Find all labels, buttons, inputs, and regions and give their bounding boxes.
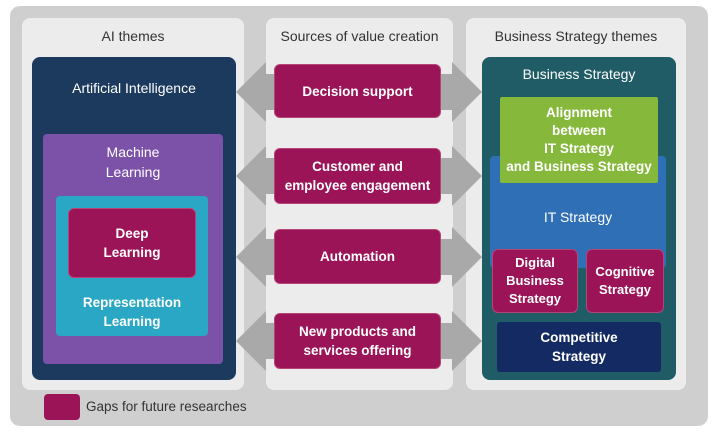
competitive-strategy-box: Competitive Strategy (497, 322, 661, 372)
new-products-box: New products and services offering (274, 313, 441, 369)
automation-box: Automation (274, 229, 441, 284)
legend-gap-swatch (44, 394, 80, 420)
decision-support-box: Decision support (274, 64, 441, 118)
machine-learning-label: Machine Learning (105, 144, 161, 180)
business-strategy-label: Business Strategy (522, 66, 636, 82)
cognitive-strategy-box: Cognitive Strategy (586, 249, 664, 313)
ai-themes-title: AI themes (101, 28, 165, 44)
representation-learning-label: Representation Learning (82, 295, 182, 329)
artificial-intelligence-label: Artificial Intelligence (72, 80, 196, 96)
customer-engagement-box: Customer and employee engagement (274, 148, 441, 204)
digital-business-strategy-box: Digital Business Strategy (492, 249, 578, 313)
alignment-box: Alignment between IT Strategy and Busine… (500, 97, 658, 183)
it-strategy-label: IT Strategy (543, 209, 613, 225)
legend-gap-label: Gaps for future researches (86, 399, 247, 414)
business-themes-title: Business Strategy themes (494, 28, 658, 44)
sources-title: Sources of value creation (280, 28, 439, 44)
deep-learning-box: Deep Learning (68, 208, 196, 278)
